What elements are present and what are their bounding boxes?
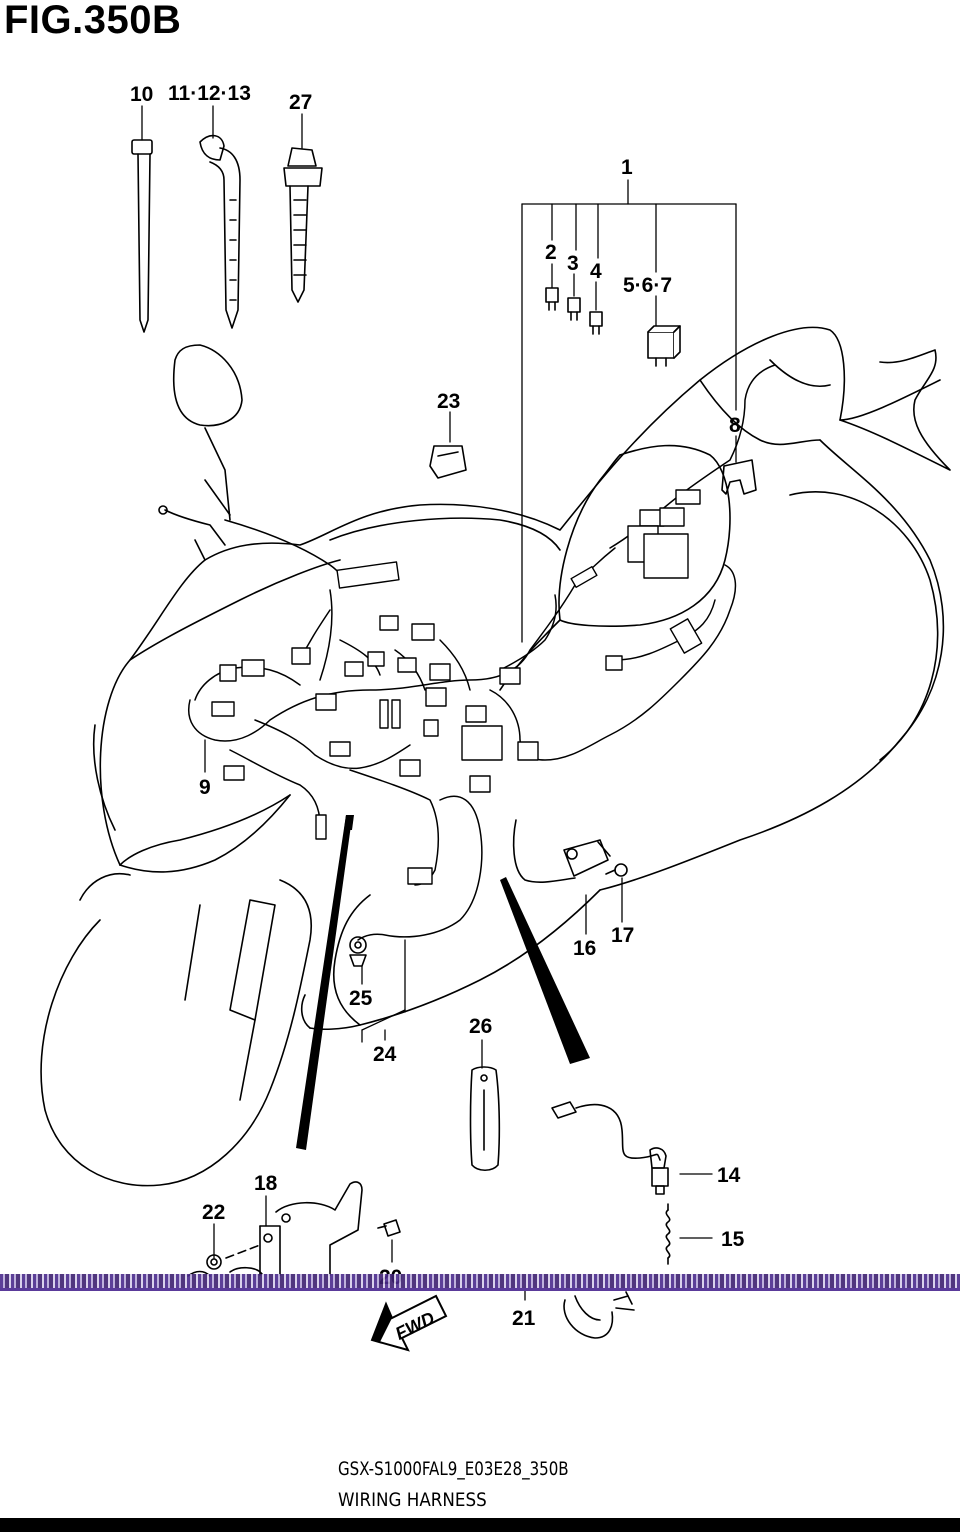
part-10-cable-tie — [131, 139, 153, 333]
harness-connectors — [211, 489, 703, 885]
scan-artifact-band — [0, 1274, 960, 1290]
model-code: GSX-S1000FAL9_E03E28_350B — [338, 1458, 569, 1480]
callout-2: 2 — [545, 241, 557, 264]
scan-artifact-line — [0, 1288, 960, 1291]
callout-22: 22 — [202, 1201, 225, 1224]
part-15-spring — [665, 1203, 671, 1265]
part-21-horn — [563, 1291, 635, 1339]
callout-18: 18 — [254, 1172, 278, 1195]
part-8-cover — [721, 459, 757, 495]
pointer-wedges — [296, 815, 590, 1150]
callout-1: 1 — [621, 156, 633, 179]
section-name: WIRING HARNESS — [338, 1489, 487, 1511]
callout-15: 15 — [721, 1228, 745, 1251]
main-wiring-harness — [188, 364, 776, 941]
part-relay — [647, 325, 681, 367]
callout-17: 17 — [611, 924, 634, 947]
callout-9: 9 — [199, 776, 211, 799]
figure-title: FIG.350B — [4, 0, 182, 42]
part-11-12-13-clamp-tie — [199, 134, 241, 329]
callout-24: 24 — [373, 1043, 397, 1066]
callout-14: 14 — [717, 1164, 741, 1187]
part-20-bolt — [377, 1219, 401, 1237]
bottom-border — [0, 1518, 960, 1532]
callout-5-6-7: 5·6·7 — [623, 274, 672, 297]
callout-21: 21 — [512, 1307, 536, 1330]
part-27-clip-tie — [283, 147, 323, 303]
callout-3: 3 — [567, 252, 579, 275]
callout-11-12-13: 11·12·13 — [168, 82, 251, 105]
callout-27: 27 — [289, 91, 312, 114]
part-25-terminal — [349, 936, 367, 967]
callout-25: 25 — [349, 987, 373, 1010]
part-fuses — [545, 287, 603, 335]
callout-26: 26 — [469, 1015, 492, 1038]
callout-23: 23 — [437, 390, 460, 413]
part-23-cap — [429, 445, 467, 479]
callout-8: 8 — [729, 414, 741, 437]
callout-10: 10 — [130, 83, 153, 106]
part-16-sensor — [512, 819, 611, 883]
callout-16: 16 — [573, 937, 596, 960]
part-26-bracket — [469, 1066, 501, 1172]
part-14-switch — [551, 1101, 669, 1195]
fwd-arrow-icon: FWD — [370, 1294, 448, 1352]
part-17-bolt — [605, 863, 628, 877]
leader-lines — [141, 105, 737, 1301]
callout-4: 4 — [590, 260, 602, 283]
part-22-washer — [187, 1244, 263, 1277]
part-18-bracket — [259, 1181, 363, 1276]
